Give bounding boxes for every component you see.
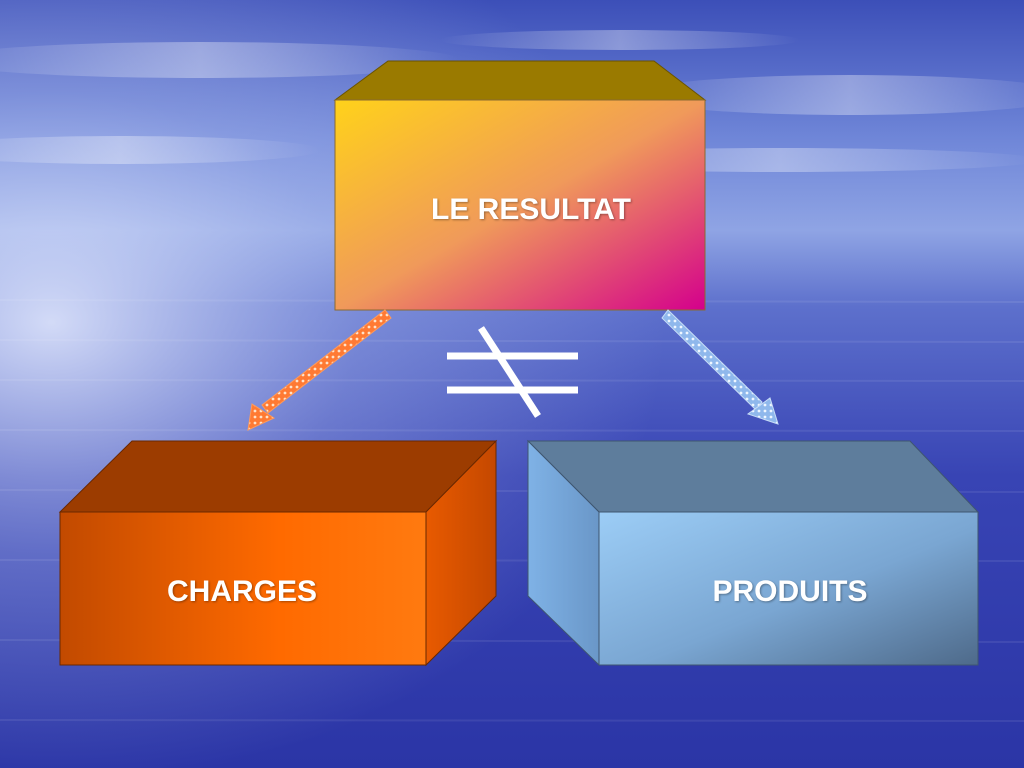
arrow-to-charges-head — [247, 403, 276, 431]
charges-box-top — [58, 440, 498, 513]
arrow-to-charges — [247, 309, 392, 431]
result-box — [333, 60, 707, 311]
produits-box — [526, 439, 980, 667]
result-label: LE RESULTAT — [431, 193, 631, 226]
result-box-front — [334, 99, 706, 311]
arrow-to-produits-head — [746, 397, 779, 425]
charges-box-front — [59, 511, 427, 666]
produits-box-front — [598, 511, 979, 666]
produits-box-top — [526, 440, 980, 513]
result-box-lid — [333, 60, 707, 101]
arrow-to-produits — [661, 309, 779, 425]
charges-box — [58, 439, 498, 667]
produits-label: PRODUITS — [712, 575, 868, 608]
charges-label: CHARGES — [166, 575, 318, 608]
not-equal-icon — [447, 326, 578, 418]
